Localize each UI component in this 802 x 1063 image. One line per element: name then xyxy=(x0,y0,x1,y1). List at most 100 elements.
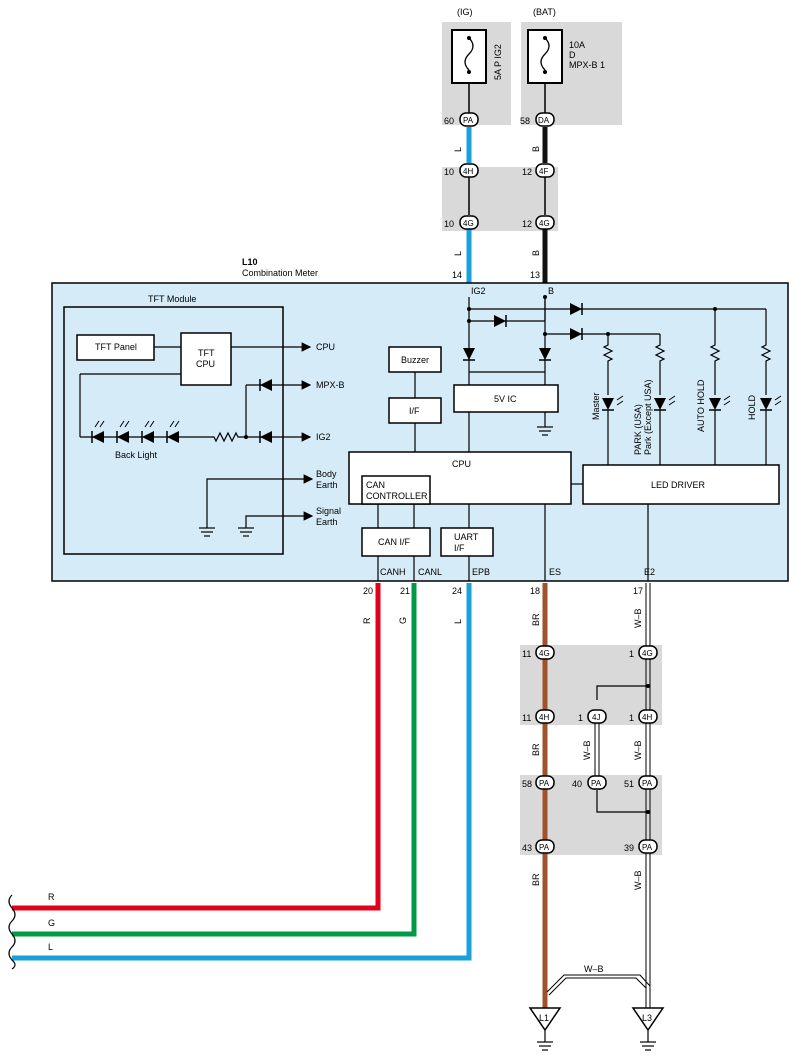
if-box xyxy=(388,397,442,424)
bat-fuse-d: D xyxy=(569,50,576,60)
indicator-leds xyxy=(602,307,782,465)
wire-canh-red xyxy=(12,583,381,911)
wire-label-g-2: G xyxy=(48,918,55,928)
bat-fuse-amp: 10A xyxy=(569,40,585,50)
pin-21: 21 xyxy=(400,586,410,596)
pin-18: 18 xyxy=(530,586,540,596)
wire-break-mark xyxy=(8,894,16,970)
pin-39: 39 xyxy=(624,843,634,853)
ig2-input-label: IG2 xyxy=(316,432,331,442)
svg-text:4F: 4F xyxy=(539,167,548,176)
ic5v-box xyxy=(453,384,559,413)
pin-10-b: 10 xyxy=(444,219,454,229)
wire-label-wb-3: W–B xyxy=(633,740,643,760)
back-light-label: Back Light xyxy=(115,450,158,460)
svg-text:PA: PA xyxy=(642,779,653,788)
connector-4g-top-left: 4G xyxy=(459,215,479,230)
signal-earth-ground xyxy=(238,527,254,537)
svg-text:PA: PA xyxy=(591,779,602,788)
tft-panel-label: TFT Panel xyxy=(95,342,137,352)
ground-l1-label: L1 xyxy=(539,1013,549,1023)
pin-es: ES xyxy=(549,567,561,577)
ig-fuse-label: 5A P IG2 xyxy=(493,44,503,80)
uart-if-box xyxy=(440,527,494,557)
ig-label: (IG) xyxy=(457,7,473,17)
pin-58-top: 58 xyxy=(520,116,530,126)
connector-4h-es: 4H xyxy=(535,709,555,724)
tft-module xyxy=(63,306,284,555)
connector-4f: 4F xyxy=(535,163,555,178)
connector-4h-e2: 4H xyxy=(638,709,658,724)
svg-text:DA: DA xyxy=(538,116,550,125)
diode-ig2 xyxy=(259,431,272,443)
diode-b-down xyxy=(539,348,551,361)
pin-e2: E2 xyxy=(644,567,655,577)
svg-text:4H: 4H xyxy=(642,713,652,722)
pin-12-a: 12 xyxy=(522,167,532,177)
can-controller-label-1: CAN xyxy=(366,480,385,490)
wire-label-b-1: B xyxy=(531,146,541,152)
pin-canh: CANH xyxy=(380,567,406,577)
led-driver-box xyxy=(582,464,780,505)
wire-label-br-3: BR xyxy=(531,873,541,886)
led-park-label-2: Park (Except USA) xyxy=(643,379,653,455)
svg-text:PA: PA xyxy=(642,843,653,852)
pin-ig2: IG2 xyxy=(471,286,486,296)
pin-b: B xyxy=(548,286,554,296)
svg-text:4G: 4G xyxy=(463,219,474,228)
connector-pa-39: PA xyxy=(638,839,658,854)
led-master-label: Master xyxy=(591,392,601,420)
tft-module-label: TFT Module xyxy=(148,294,196,304)
led-driver-label: LED DRIVER xyxy=(651,480,706,490)
buzzer-label: Buzzer xyxy=(401,355,429,365)
connector-pa-40: PA xyxy=(587,775,607,790)
diode-mpxb xyxy=(259,379,272,391)
mpxb-label: MPX-B xyxy=(316,380,345,390)
ground-l1 xyxy=(528,1007,562,1051)
wire-label-br-1: BR xyxy=(531,613,541,626)
ic5v-label: 5V IC xyxy=(494,394,517,404)
wire-label-l-1: L xyxy=(453,147,463,152)
led-auto-hold-label: AUTO HOLD xyxy=(696,379,706,432)
pin-1-a: 1 xyxy=(629,649,634,659)
pin-canl: CANL xyxy=(418,567,442,577)
pin-17: 17 xyxy=(633,586,643,596)
diode-rail-low xyxy=(570,328,583,340)
connector-pa-58: PA xyxy=(535,775,555,790)
body-earth-label-2: Earth xyxy=(316,480,338,490)
wire-label-wb-5: W–B xyxy=(584,964,604,974)
pin-12-b: 12 xyxy=(522,219,532,229)
connector-da: DA xyxy=(535,112,555,127)
cpu-label: CPU xyxy=(452,459,471,469)
svg-text:4J: 4J xyxy=(592,713,600,722)
signal-earth-label-2: Earth xyxy=(316,517,338,527)
wire-label-b-2: B xyxy=(531,250,541,256)
pin-10-a: 10 xyxy=(444,167,454,177)
svg-text:PA: PA xyxy=(539,843,550,852)
bat-label: (BAT) xyxy=(533,7,556,17)
can-controller-label-2: CONTROLLER xyxy=(366,491,428,501)
can-if-box xyxy=(361,527,431,557)
can-if-label: CAN I/F xyxy=(378,537,411,547)
cpu-output-label: CPU xyxy=(316,342,335,352)
wire-label-r-2: R xyxy=(48,892,55,902)
svg-text:4H: 4H xyxy=(539,713,549,722)
backlight-leds xyxy=(91,420,180,443)
svg-text:4G: 4G xyxy=(539,219,550,228)
connector-4g-es: 4G xyxy=(535,645,555,660)
resistor-backlight xyxy=(200,431,246,443)
bat-fuse-name: MPX-B 1 xyxy=(569,60,605,70)
wire-canl-green xyxy=(12,583,417,937)
connector-4h-top: 4H xyxy=(459,163,479,178)
meter-code: L10 xyxy=(242,257,258,267)
pin-1-b: 1 xyxy=(578,713,583,723)
wire-label-wb-2: W–B xyxy=(582,740,592,760)
tft-cpu-label-2: CPU xyxy=(196,359,215,369)
uart-label-1: UART xyxy=(454,532,479,542)
pin-58: 58 xyxy=(522,779,532,789)
pin-20: 20 xyxy=(363,586,373,596)
connector-4g-e2: 4G xyxy=(638,645,658,660)
svg-text:4G: 4G xyxy=(642,649,653,658)
pin-60: 60 xyxy=(444,116,454,126)
